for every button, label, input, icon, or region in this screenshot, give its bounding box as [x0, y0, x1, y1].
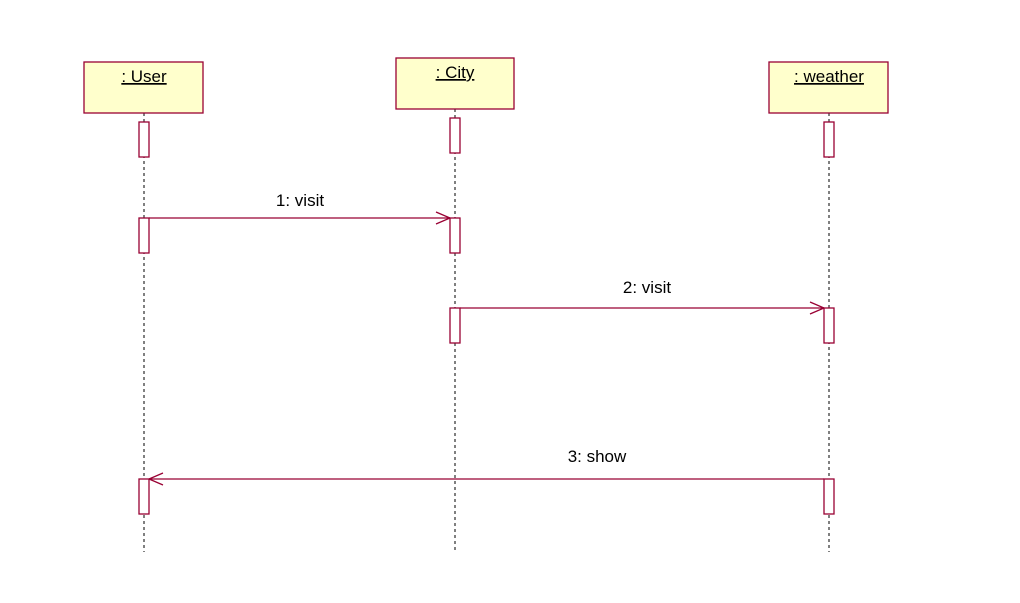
message-2[interactable]: 2: visit	[460, 278, 826, 315]
object-weather-box	[768, 61, 889, 114]
activation-weather-2	[823, 307, 835, 344]
object-user-box	[83, 61, 204, 114]
activation-weather-1	[823, 121, 835, 158]
object-weather[interactable]: : weather	[768, 61, 889, 114]
activation-weather-3	[823, 478, 835, 515]
object-user-label: : User	[121, 67, 167, 86]
activation-city-3	[449, 307, 461, 344]
message-1[interactable]: 1: visit	[149, 191, 452, 225]
activation-city-2	[449, 217, 461, 254]
object-user[interactable]: : User	[83, 61, 204, 114]
object-city-box	[395, 57, 515, 110]
activation-city-1	[449, 117, 461, 154]
object-city[interactable]: : City	[395, 57, 515, 110]
object-weather-label: : weather	[794, 67, 864, 86]
message-3[interactable]: 3: show	[147, 447, 824, 486]
object-city-label: : City	[436, 63, 475, 82]
message-3-label: 3: show	[568, 447, 627, 466]
activation-user-2	[138, 217, 150, 254]
message-1-label: 1: visit	[276, 191, 324, 210]
activation-user-1	[138, 121, 150, 158]
message-2-label: 2: visit	[623, 278, 671, 297]
activation-user-3	[138, 478, 150, 515]
